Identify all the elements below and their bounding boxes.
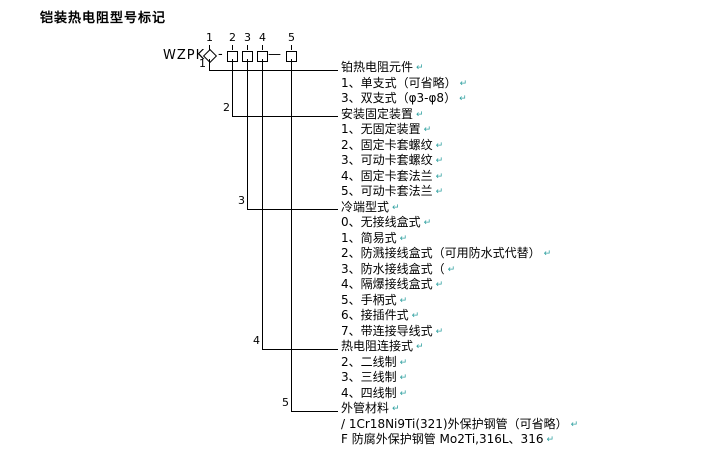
callout-item: 1、无固定装置↵	[341, 122, 432, 136]
return-mark-icon: ↵	[435, 140, 444, 151]
callout-item: 5、可动卡套法兰↵	[341, 184, 444, 198]
return-mark-icon: ↵	[435, 171, 444, 182]
callout-item: 1、单支式（可省略）↵	[341, 75, 468, 90]
return-mark-icon: ↵	[399, 233, 408, 244]
callout-item: 6、接插件式↵	[341, 308, 420, 322]
callout-item: 7、带连接导线式↵	[341, 323, 444, 338]
position-number: 4	[259, 31, 266, 44]
return-mark-icon: ↵	[399, 373, 408, 383]
pointer-tick	[291, 45, 292, 50]
pointer-tick	[247, 45, 248, 50]
return-mark-icon: ↵	[392, 202, 400, 213]
callout-column: 铂热电阻元件↵1、单支式（可省略）↵3、双支式（φ3-φ8）↵安装固定装置↵1、…	[341, 60, 578, 448]
callout-item: 5、手柄式↵	[341, 292, 408, 307]
page-title: 铠装热电阻型号标记	[40, 11, 167, 26]
hyphen-separator: -	[218, 47, 223, 62]
return-mark-icon: ↵	[435, 326, 444, 337]
leader-line	[209, 59, 338, 71]
return-mark-icon: ↵	[416, 342, 424, 352]
return-mark-icon: ↵	[435, 187, 444, 197]
return-mark-icon: ↵	[447, 264, 456, 275]
pointer-tick	[262, 45, 263, 50]
callout-heading: 安装固定装置↵	[341, 106, 424, 121]
position-number: 3	[244, 31, 251, 44]
return-mark-icon: ↵	[543, 249, 552, 259]
callout-item: 2、防溅接线盒式（可用防水式代替）↵	[341, 246, 552, 260]
bend-number: 2	[223, 101, 230, 114]
leader-line	[247, 59, 338, 210]
return-mark-icon: ↵	[570, 419, 579, 430]
return-mark-icon: ↵	[411, 311, 420, 321]
position-number: 2	[229, 31, 236, 44]
callout-heading: 冷端型式↵	[341, 199, 400, 214]
callout-item: / 1Cr18Ni9Ti(321)外保护钢管（可省略）↵	[341, 416, 579, 431]
callout-item: 2、固定卡套螺纹↵	[341, 137, 444, 152]
bend-number: 1	[199, 57, 206, 70]
model-prefix: WZPK	[163, 48, 206, 63]
callout-item: 0、无接线盒式↵	[341, 215, 432, 229]
bend-number: 5	[282, 396, 289, 409]
position-number: 1	[206, 31, 213, 44]
bend-number: 4	[253, 334, 260, 347]
return-mark-icon: ↵	[399, 357, 408, 368]
leader-line	[291, 59, 338, 412]
callout-heading: 热电阻连接式↵	[341, 339, 424, 353]
position-number: 5	[288, 31, 295, 44]
return-mark-icon: ↵	[399, 295, 408, 306]
return-mark-icon: ↵	[392, 404, 400, 414]
callout-item: 4、固定卡套法兰↵	[341, 168, 444, 183]
return-mark-icon: ↵	[416, 63, 424, 73]
return-mark-icon: ↵	[459, 94, 467, 104]
pointer-tick	[232, 45, 233, 50]
return-mark-icon: ↵	[416, 109, 424, 120]
return-mark-icon: ↵	[435, 156, 444, 166]
callout-heading: 外管材料↵	[341, 401, 400, 415]
return-mark-icon: ↵	[435, 280, 444, 290]
dash-separator: —	[268, 47, 281, 62]
callout-item: 2、二线制↵	[341, 354, 408, 369]
callout-item: 4、隔爆接线盒式↵	[341, 277, 444, 291]
return-mark-icon: ↵	[399, 388, 408, 399]
pointer-tick	[209, 45, 210, 50]
callout-item: 3、可动卡套螺纹↵	[341, 153, 444, 167]
return-mark-icon: ↵	[423, 125, 432, 135]
callout-item: 3、双支式（φ3-φ8）↵	[341, 91, 467, 105]
leader-line	[262, 59, 338, 350]
leader-line	[232, 59, 338, 117]
return-mark-icon: ↵	[423, 218, 432, 228]
bend-number: 3	[238, 194, 245, 207]
callout-heading: 铂热电阻元件↵	[341, 60, 424, 74]
callout-item: 1、简易式↵	[341, 230, 408, 245]
return-mark-icon: ↵	[546, 435, 555, 445]
callout-item: 4、四线制↵	[341, 385, 408, 400]
callout-item: 3、三线制↵	[341, 370, 408, 384]
callout-item: F 防腐外保护钢管 Mo2Ti,316L、316↵	[341, 432, 555, 446]
callout-item: 3、防水接线盒式（↵	[341, 261, 456, 276]
return-mark-icon: ↵	[459, 78, 468, 89]
